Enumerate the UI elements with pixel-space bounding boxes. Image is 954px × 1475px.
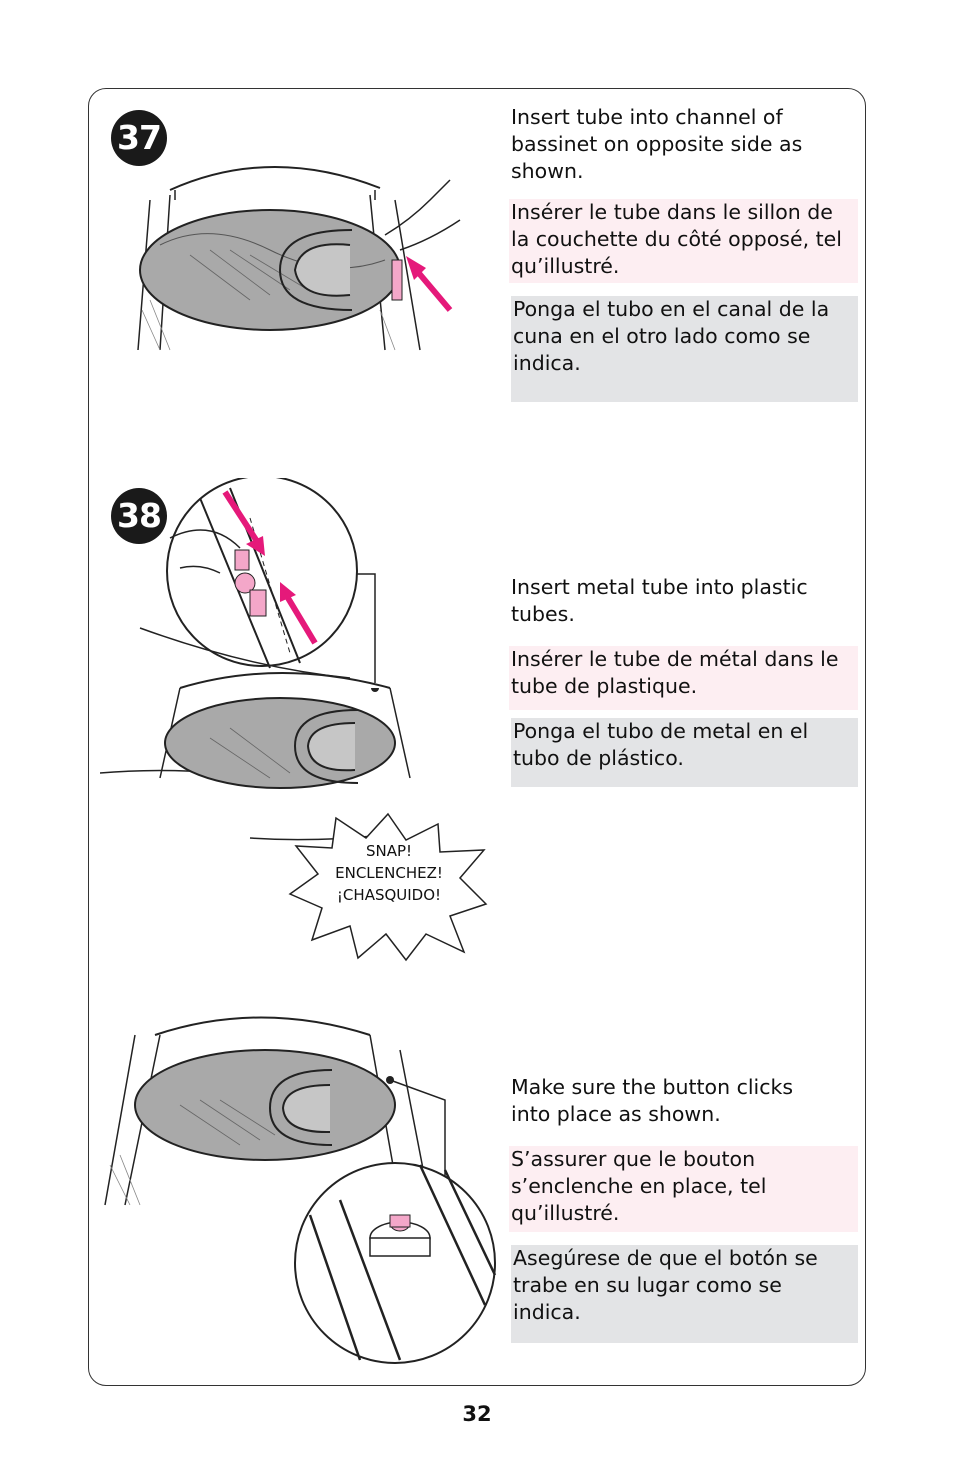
bassinet-illustration-step-37: [137, 166, 461, 351]
snap-callout-line: ¡CHASQUIDO!: [336, 886, 442, 904]
page-frame: [88, 88, 866, 1386]
step-37-french-text: Insérer le tube dans le sillon de la cou…: [509, 199, 858, 283]
step-button-english-text: Make sure the button clicks into place a…: [511, 1075, 794, 1126]
step-37-english-text: Insert tube into channel of bassinet on …: [511, 105, 803, 183]
snap-callout-line: SNAP!: [365, 842, 413, 860]
snap-callout-text: SNAP! ENCLENCHEZ! ¡CHASQUIDO!: [304, 840, 474, 906]
step-button-spanish-text: Asegúrese de que el botón se trabe en su…: [511, 1245, 858, 1343]
step-38-french-text: Insérer le tube de métal dans le tube de…: [509, 646, 858, 710]
step-number-badge: 37: [111, 110, 167, 166]
step-38-english-text: Insert metal tube into plastic tubes.: [511, 575, 808, 626]
step-button-french-text: S’assurer que le bouton s’enclenche en p…: [509, 1146, 858, 1232]
step-37-spanish-text: Ponga el tubo en el canal de la cuna en …: [511, 296, 858, 402]
step-number-badge: 38: [111, 488, 167, 544]
page-number: 32: [462, 1402, 492, 1426]
snap-callout-line: ENCLENCHEZ!: [335, 864, 443, 882]
snap-starburst: [288, 812, 488, 962]
bassinet-illustration-button-check: [104, 1016, 497, 1364]
bassinet-illustration-step-38: [100, 478, 411, 841]
step-38-spanish-text: Ponga el tubo de metal en el tubo de plá…: [511, 718, 858, 787]
